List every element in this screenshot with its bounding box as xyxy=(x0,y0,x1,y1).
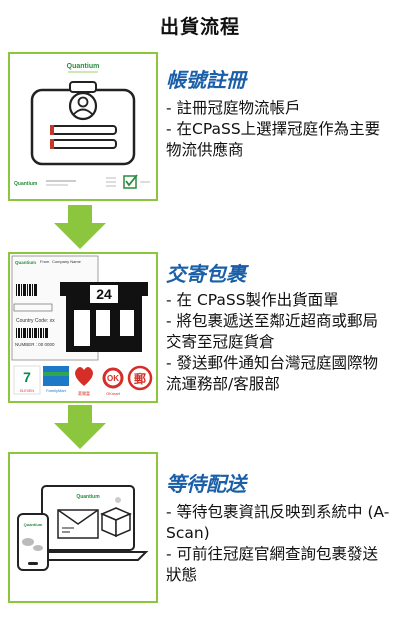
step-1-bullet: - 在CPaSS上選擇冠庭作為主要物流供應商 xyxy=(166,120,381,159)
post-logo: 郵 xyxy=(134,371,146,386)
label-code: Country Code: xx xyxy=(16,318,55,324)
checkbox-icon xyxy=(123,174,138,189)
step-2-bullet: - 在 CPaSS製作出貨面單 xyxy=(166,291,339,309)
label-from: From xyxy=(40,259,50,264)
step-3-image: Quantium Quantium xyxy=(8,452,158,603)
familymart-caption: FamilyMart xyxy=(46,388,67,393)
shipping-label-illustration: Quantium From Company Name Country Code:… xyxy=(11,255,153,396)
label-number: NUMBER : 00 0000 xyxy=(15,342,55,347)
step-3-bullets: - 等待包裹資訊反映到系統中 (A-Scan) - 可前往冠庭官網查詢包裹發送狀… xyxy=(166,502,392,586)
package-icon xyxy=(100,497,132,538)
svg-text:7: 7 xyxy=(23,369,31,385)
down-arrow-icon xyxy=(54,205,106,249)
step-2-bullet: - 發送郵件通知台灣冠庭國際物流運務部/客服部 xyxy=(166,354,379,393)
step-2-heading: 交寄包裹 xyxy=(166,262,246,286)
store-logos: 7 ELEVEN FamilyMart 萊爾富 OK OKmart 郵 xyxy=(13,365,153,396)
registration-illustration: Quantium Quantium xyxy=(14,63,150,189)
step-2-bullet: - 將包裹遞送至鄰近超商或郵局交寄至冠庭貨倉 xyxy=(166,312,379,351)
step-1-image: Quantium Quantium xyxy=(8,52,158,201)
step-2-bullets: - 在 CPaSS製作出貨面單 - 將包裹遞送至鄰近超商或郵局交寄至冠庭貨倉 -… xyxy=(166,290,392,395)
page-title: 出貨流程 xyxy=(159,16,240,38)
seven-eleven-caption: ELEVEN xyxy=(20,389,34,393)
user-card-icon xyxy=(30,81,136,166)
barcode xyxy=(16,284,37,296)
svg-text:Quantium: Quantium xyxy=(24,522,43,527)
svg-text:Quantium: Quantium xyxy=(15,260,36,265)
step-2-image: Quantium From Company Name Country Code:… xyxy=(8,252,158,403)
convenience-store-icon: 24 xyxy=(60,282,148,352)
okmart-caption: OKmart xyxy=(106,391,121,396)
down-arrow-icon xyxy=(54,405,106,449)
phone-icon: Quantium xyxy=(17,513,49,571)
step-1-heading: 帳號註冊 xyxy=(166,68,246,92)
svg-text:Quantium: Quantium xyxy=(14,181,38,187)
step-1-bullets: - 註冊冠庭物流帳戶 - 在CPaSS上選擇冠庭作為主要物流供應商 xyxy=(166,98,392,161)
step-3-bullet: - 可前往冠庭官網查詢包裹發送狀態 xyxy=(166,545,379,584)
svg-text:OK: OK xyxy=(107,374,119,383)
step-3-heading: 等待配送 xyxy=(166,472,246,496)
hilife-caption: 萊爾富 xyxy=(78,390,90,396)
label-company: Company Name xyxy=(52,259,82,264)
barcode xyxy=(16,328,48,338)
tracking-illustration: Quantium Quantium xyxy=(17,485,149,571)
store-number: 24 xyxy=(96,286,112,302)
quantium-logo: Quantium xyxy=(67,63,100,70)
svg-text:Quantium: Quantium xyxy=(76,494,100,500)
step-3-bullet: - 等待包裹資訊反映到系統中 (A-Scan) xyxy=(166,503,390,542)
step-1-bullet: - 註冊冠庭物流帳戶 xyxy=(166,99,301,117)
